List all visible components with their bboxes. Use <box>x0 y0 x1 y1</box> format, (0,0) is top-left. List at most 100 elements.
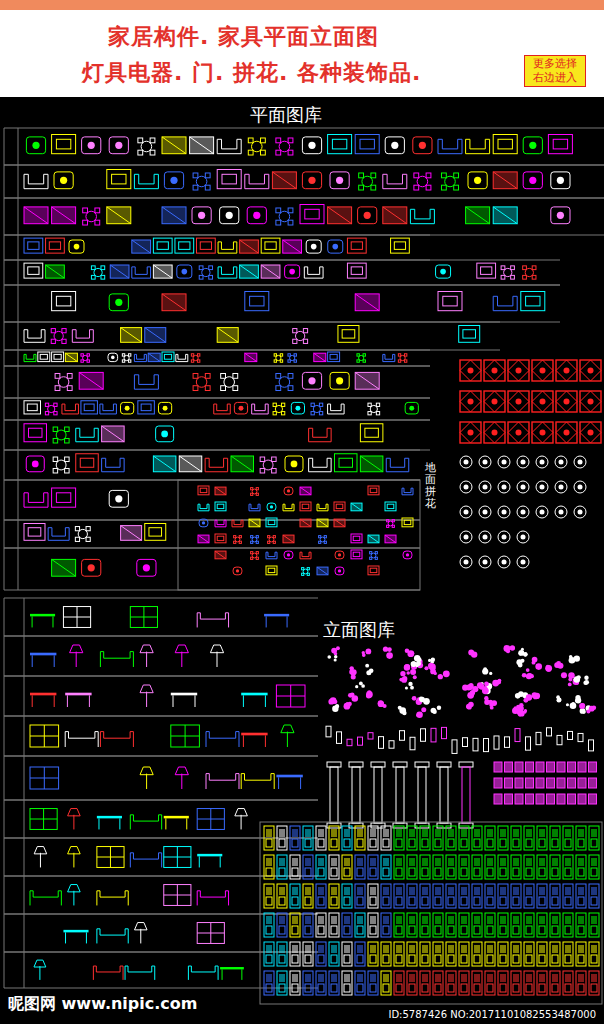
cad-symbol <box>591 916 597 924</box>
cad-symbol <box>30 778 59 779</box>
cad-symbol <box>355 942 365 966</box>
cad-symbol <box>421 707 426 712</box>
cad-symbol <box>62 404 78 414</box>
cad-symbol <box>53 468 58 473</box>
cad-symbol <box>4 420 5 450</box>
cad-symbol <box>578 897 584 905</box>
cad-symbol <box>63 930 88 933</box>
cad-symbol <box>266 552 277 559</box>
cad-symbol <box>4 800 318 801</box>
cad-symbol <box>4 450 420 451</box>
cad-symbol <box>266 518 277 527</box>
cad-symbol <box>368 884 378 908</box>
cad-symbol <box>249 519 260 527</box>
cad-symbol <box>438 139 462 153</box>
cad-symbol <box>400 731 405 741</box>
cad-symbol <box>331 897 337 905</box>
cad-symbol <box>305 829 311 837</box>
cad-symbol <box>557 177 564 184</box>
cad-symbol <box>46 265 65 278</box>
cad-symbol <box>157 242 168 250</box>
cad-symbol <box>537 971 547 995</box>
cad-symbol <box>368 535 379 543</box>
cad-symbol <box>414 655 420 661</box>
cad-symbol <box>217 170 241 189</box>
cad-symbol <box>353 552 360 556</box>
cad-symbol <box>416 711 423 718</box>
cad-symbol <box>370 557 372 559</box>
cad-symbol <box>526 945 532 953</box>
cad-symbol <box>589 762 597 772</box>
cad-symbol <box>557 698 562 703</box>
cad-symbol <box>555 506 567 518</box>
cad-symbol <box>487 868 493 876</box>
cad-symbol <box>355 884 365 908</box>
cad-symbol <box>329 855 339 879</box>
cad-symbol <box>526 955 532 963</box>
cad-symbol <box>547 762 555 772</box>
cad-symbol <box>381 826 391 850</box>
cad-symbol <box>132 267 151 278</box>
cad-symbol <box>276 386 281 391</box>
cad-symbol <box>396 926 402 934</box>
cad-symbol <box>557 762 565 772</box>
cad-symbol <box>513 974 519 982</box>
cad-symbol <box>418 767 426 823</box>
cad-symbol <box>205 173 210 178</box>
cad-symbol <box>511 855 521 879</box>
cad-symbol <box>164 895 191 896</box>
cad-symbol <box>54 655 55 667</box>
cad-symbol <box>162 207 186 224</box>
cad-symbol <box>73 891 74 906</box>
cad-symbol <box>539 916 545 924</box>
cad-symbol <box>53 457 58 462</box>
cad-symbol <box>517 556 529 568</box>
cad-symbol <box>342 884 352 908</box>
cad-symbol <box>303 942 313 966</box>
cad-symbol <box>324 536 326 538</box>
cad-symbol <box>305 945 311 953</box>
section-heading: 平面图库 <box>250 103 322 127</box>
cad-symbol <box>539 858 545 866</box>
cad-symbol <box>371 185 376 190</box>
cad-symbol <box>392 525 394 527</box>
cad-symbol <box>158 402 171 414</box>
cad-symbol <box>485 942 495 966</box>
cad-symbol <box>290 826 300 850</box>
cad-symbol <box>241 733 267 736</box>
cad-symbol <box>110 265 129 278</box>
cad-symbol <box>394 884 404 908</box>
cad-symbol <box>281 725 294 733</box>
cad-symbol <box>268 520 275 524</box>
cad-symbol <box>502 510 507 515</box>
cad-symbol <box>248 150 253 155</box>
cad-symbol <box>34 960 46 967</box>
cad-symbol <box>432 667 435 670</box>
cad-symbol <box>431 728 436 742</box>
cad-symbol <box>83 220 88 225</box>
cad-symbol <box>24 207 48 224</box>
cad-symbol <box>292 868 298 876</box>
cad-symbol <box>331 984 337 992</box>
cad-symbol <box>331 839 337 847</box>
cad-symbol <box>532 360 553 381</box>
cad-symbol <box>540 430 546 436</box>
cad-symbol <box>526 974 532 982</box>
cad-symbol <box>448 839 454 847</box>
cad-symbol <box>317 567 328 575</box>
cad-symbol <box>556 360 577 381</box>
cad-symbol <box>568 731 573 739</box>
cad-symbol <box>302 372 321 389</box>
cad-symbol <box>283 240 302 253</box>
cad-symbol <box>357 955 363 963</box>
cad-symbol <box>0 0 604 97</box>
cad-symbol <box>266 858 272 866</box>
cad-symbol <box>347 238 366 253</box>
cad-symbol <box>87 360 89 362</box>
cad-symbol <box>95 220 100 225</box>
cad-symbol <box>387 504 394 508</box>
cad-symbol <box>276 220 281 225</box>
cad-symbol <box>289 269 295 275</box>
cad-symbol <box>73 853 74 868</box>
